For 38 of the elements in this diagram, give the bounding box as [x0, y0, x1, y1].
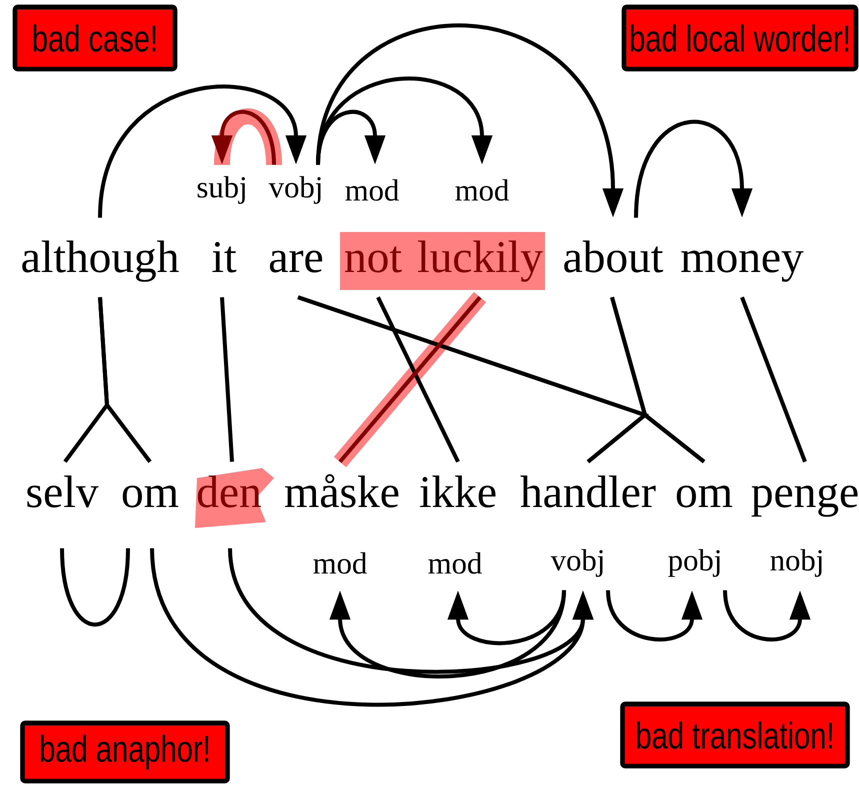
alignment-line [740, 296, 807, 462]
dependency-label: mod [428, 552, 482, 574]
word: luckily [418, 240, 543, 282]
dependency-label: mod [345, 179, 399, 201]
word: penge [752, 484, 858, 517]
word: although [22, 240, 179, 282]
dependency-label: pobj [668, 549, 720, 577]
word: handler [520, 476, 656, 508]
alignment-line [220, 297, 234, 462]
error-callout: bad translation! [620, 702, 850, 768]
alignment-line [98, 297, 152, 463]
word: not [345, 246, 402, 272]
dependency-arrow [634, 120, 753, 218]
word: it [212, 242, 236, 272]
word: selv [27, 476, 99, 508]
word: den [198, 476, 262, 508]
word: ikke [420, 476, 496, 508]
dependency-label: mod [313, 552, 367, 574]
error-callout: bad local worder! [622, 4, 858, 72]
dependency-label: vobj [268, 176, 321, 204]
error-callout: bad case! [12, 4, 178, 72]
alignment-line [610, 296, 706, 464]
dependency-arrow [329, 590, 566, 678]
alignment-line [376, 296, 460, 463]
word: om [676, 486, 732, 508]
dependency-label: mod [455, 179, 509, 201]
word: måske [285, 474, 398, 508]
word: about [564, 240, 664, 272]
dependency-arc [60, 548, 130, 626]
error-callout: bad anaphor! [20, 720, 230, 784]
word: money [681, 250, 804, 282]
dependency-arrow [98, 84, 307, 218]
dependency-label: vobj [550, 549, 603, 577]
dependency-label: nobj [770, 549, 822, 577]
word: are [270, 250, 322, 272]
word: om [122, 486, 178, 508]
dependency-label: subj [198, 176, 245, 204]
dependency-arrow [447, 590, 566, 646]
